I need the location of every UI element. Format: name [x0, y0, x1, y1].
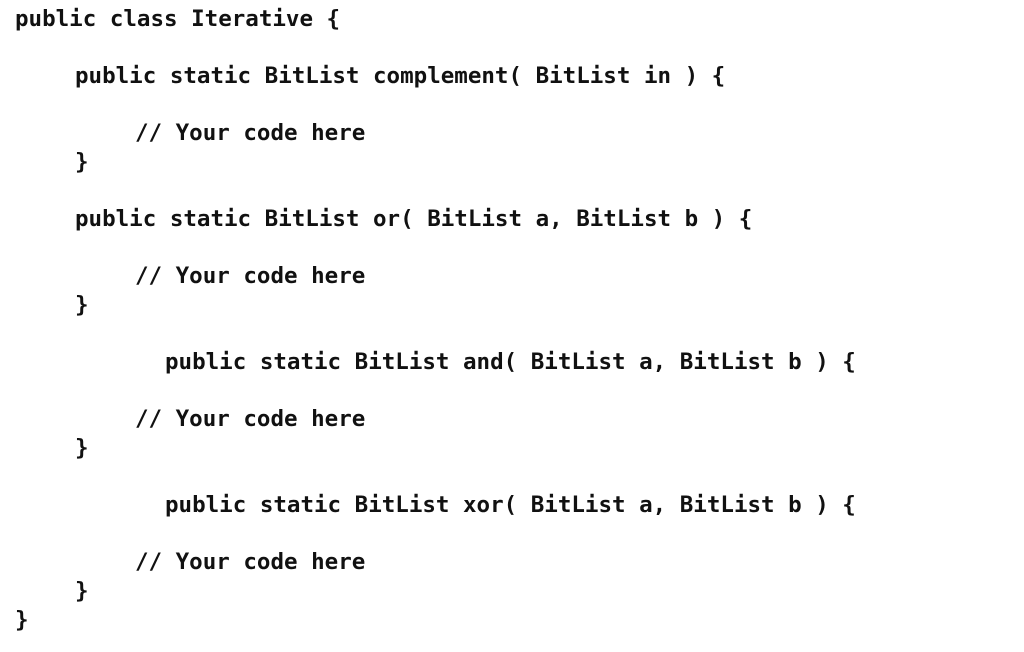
method-signature-xor: public static BitList xor( BitList a, Bi…: [165, 492, 856, 518]
method-comment-xor: // Your code here: [135, 549, 366, 575]
method-comment-complement: // Your code here: [135, 120, 366, 146]
method-signature-and: public static BitList and( BitList a, Bi…: [165, 349, 856, 375]
method-close-xor: }: [75, 578, 89, 604]
method-signature-complement: public static BitList complement( BitLis…: [75, 63, 726, 89]
class-close-brace: }: [15, 607, 29, 633]
method-comment-and: // Your code here: [135, 406, 366, 432]
method-signature-or: public static BitList or( BitList a, Bit…: [75, 206, 753, 232]
method-close-and: }: [75, 435, 89, 461]
method-comment-or: // Your code here: [135, 263, 366, 289]
class-declaration: public class Iterative {: [15, 6, 341, 32]
method-close-or: }: [75, 292, 89, 318]
method-close-complement: }: [75, 149, 89, 175]
